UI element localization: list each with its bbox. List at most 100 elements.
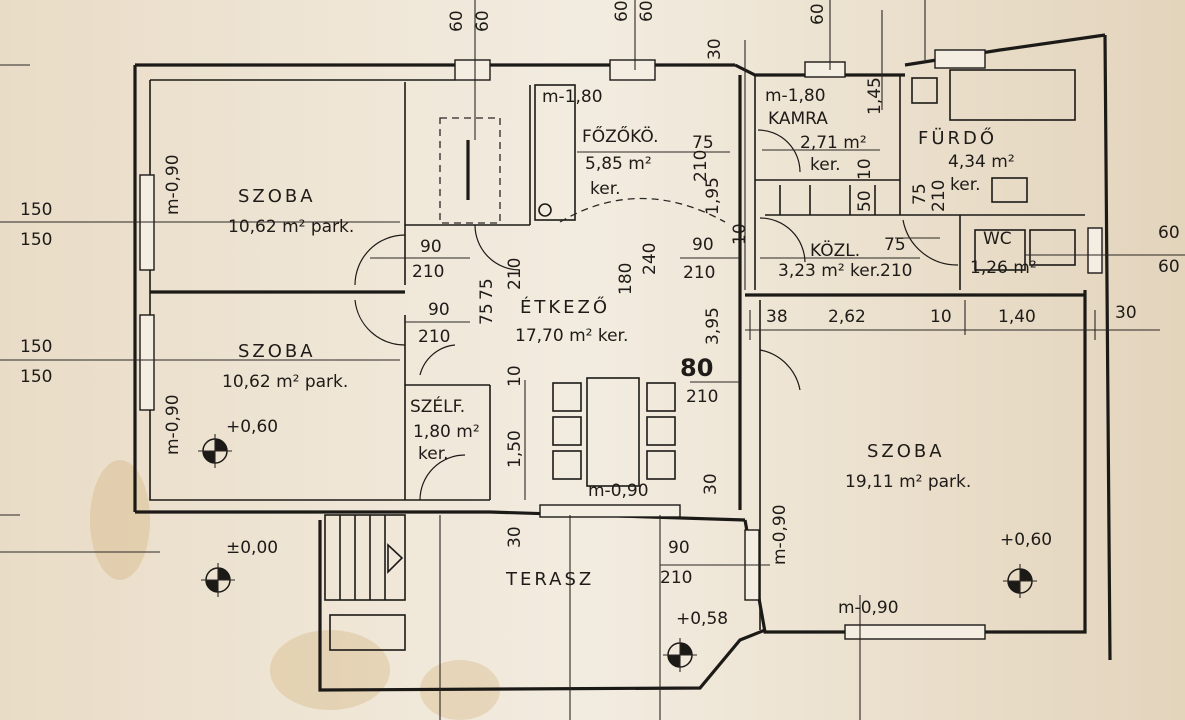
doors bbox=[354, 129, 959, 501]
room-name-szoba-big: SZOBA bbox=[867, 441, 945, 462]
door-height: 210 bbox=[418, 327, 450, 347]
windows bbox=[139, 49, 1103, 640]
room-name-furdo: FÜRDŐ bbox=[918, 127, 997, 149]
room-name-fozoko: FŐZŐKÖ. bbox=[582, 125, 659, 147]
level-labels: +0,60 +0,60 ±0,00 +0,58 bbox=[226, 417, 1052, 629]
room-area-fozoko: 5,85 m² bbox=[585, 154, 652, 174]
dim-label: 240 bbox=[640, 243, 660, 275]
door-width: 75 bbox=[477, 278, 497, 300]
level-markers bbox=[198, 434, 1037, 672]
room-floor-szelf: ker. bbox=[418, 444, 449, 464]
room-name-etkezo: ÉTKEZŐ bbox=[520, 296, 610, 318]
room-labels: SZOBA 10,62 m² park. SZOBA 10,62 m² park… bbox=[222, 109, 1037, 590]
window-label-szoba-big-bottom: m-0,90 bbox=[838, 598, 899, 618]
dim-label: 1,95 bbox=[703, 177, 723, 215]
interior-walls bbox=[150, 75, 1085, 630]
room-area-kamra: 2,71 m² bbox=[800, 133, 867, 153]
window-label-fozoko: m-1,80 bbox=[542, 87, 603, 107]
dim-label: 60 bbox=[637, 0, 657, 22]
level-label: +0,60 bbox=[226, 417, 278, 437]
level-label: ±0,00 bbox=[226, 538, 278, 558]
dim-label: 150 bbox=[20, 337, 52, 357]
room-name-szoba-top: SZOBA bbox=[238, 186, 316, 207]
room-floor-fozoko: ker. bbox=[590, 179, 621, 199]
door-height: 210 bbox=[929, 180, 949, 212]
room-name-szoba-mid: SZOBA bbox=[238, 341, 316, 362]
door-height: 210 bbox=[683, 263, 715, 283]
dim-label: 150 bbox=[20, 367, 52, 387]
dim-label: 1,45 bbox=[865, 77, 885, 115]
room-area-szoba-mid: 10,62 m² park. bbox=[222, 372, 348, 392]
room-name-kozl: KÖZL. bbox=[810, 239, 860, 261]
door-height: 210 bbox=[686, 387, 718, 407]
room-floor-kamra: ker. bbox=[810, 155, 841, 175]
door-width: 80 bbox=[680, 354, 713, 382]
dim-label: 10 bbox=[505, 365, 525, 387]
dim-label: 150 bbox=[20, 230, 52, 250]
level-label: +0,60 bbox=[1000, 530, 1052, 550]
dim-label: 2,62 bbox=[828, 307, 866, 327]
fixtures bbox=[439, 69, 1076, 487]
door-width: 90 bbox=[428, 300, 450, 320]
dim-label: 30 bbox=[1115, 303, 1137, 323]
room-area-etkezo: 17,70 m² ker. bbox=[515, 326, 628, 346]
room-name-terasz: TERASZ bbox=[505, 569, 594, 590]
dim-label: 30 bbox=[701, 473, 721, 495]
door-height: 210 bbox=[412, 262, 444, 282]
window-label-kamra: m-1,80 bbox=[765, 86, 826, 106]
room-name-szelf: SZÉLF. bbox=[410, 395, 465, 417]
window-label-szoba-top: m-0,90 bbox=[163, 154, 183, 215]
dim-label: 1,40 bbox=[998, 307, 1036, 327]
window-label-szoba-mid: m-0,90 bbox=[163, 394, 183, 455]
door-width: 90 bbox=[420, 237, 442, 257]
dim-label: 60 bbox=[1158, 223, 1180, 243]
level-marker-icon bbox=[201, 563, 235, 597]
dim-label: 180 bbox=[616, 263, 636, 295]
door-height: 210 bbox=[691, 150, 711, 182]
dim-label: 50 bbox=[855, 190, 875, 212]
stairs bbox=[324, 514, 406, 651]
dim-label: 60 bbox=[1158, 257, 1180, 277]
window-label-etkezo: m-0,90 bbox=[588, 481, 649, 501]
window-label-szoba-big-left: m-0,90 bbox=[770, 504, 790, 565]
dim-label: 60 bbox=[612, 0, 632, 22]
room-area-szelf: 1,80 m² bbox=[413, 422, 480, 442]
door-width: 75 bbox=[884, 235, 906, 255]
window-labels: m-0,90 m-0,90 m-1,80 m-1,80 m-0,90 m-0,9… bbox=[163, 86, 899, 618]
dim-label: 10 bbox=[730, 223, 750, 245]
level-marker-icon bbox=[1003, 564, 1037, 598]
level-marker-icon bbox=[663, 638, 697, 672]
room-area-szoba-top: 10,62 m² park. bbox=[228, 217, 354, 237]
room-name-kamra: KAMRA bbox=[768, 109, 828, 129]
door-width: 75 bbox=[910, 183, 930, 205]
dim-label: 10 bbox=[930, 307, 952, 327]
dim-label: 38 bbox=[766, 307, 788, 327]
room-area-szoba-big: 19,11 m² park. bbox=[845, 472, 971, 492]
dim-label: 30 bbox=[505, 526, 525, 548]
room-name-wc: WC bbox=[983, 229, 1012, 249]
dim-label: 10 bbox=[855, 158, 875, 180]
door-width: 75 bbox=[692, 133, 714, 153]
room-area-kozl: 3,23 m² ker. bbox=[778, 261, 881, 281]
room-area-wc: 1,26 m² bbox=[970, 258, 1037, 278]
door-height: 210 bbox=[660, 568, 692, 588]
dimension-labels: 150 150 150 150 60 60 60 60 60 60 60 30 … bbox=[20, 0, 1180, 548]
room-area-furdo: 4,34 m² bbox=[948, 152, 1015, 172]
dim-label: 60 bbox=[473, 10, 493, 32]
level-label: +0,58 bbox=[676, 609, 728, 629]
dim-label: 60 bbox=[447, 10, 467, 32]
room-floor-furdo: ker. bbox=[950, 175, 981, 195]
door-width: 90 bbox=[692, 235, 714, 255]
door-height: 210 bbox=[880, 261, 912, 281]
dim-label: 60 bbox=[808, 3, 828, 25]
dim-label: 3,95 bbox=[703, 307, 723, 345]
door-width: 90 bbox=[668, 538, 690, 558]
dim-label: 1,50 bbox=[505, 430, 525, 468]
door-height: 210 bbox=[505, 258, 525, 290]
dim-label: 75 bbox=[477, 303, 497, 325]
dim-label: 150 bbox=[20, 200, 52, 220]
dim-label: 30 bbox=[705, 38, 725, 60]
level-marker-icon bbox=[198, 434, 232, 468]
